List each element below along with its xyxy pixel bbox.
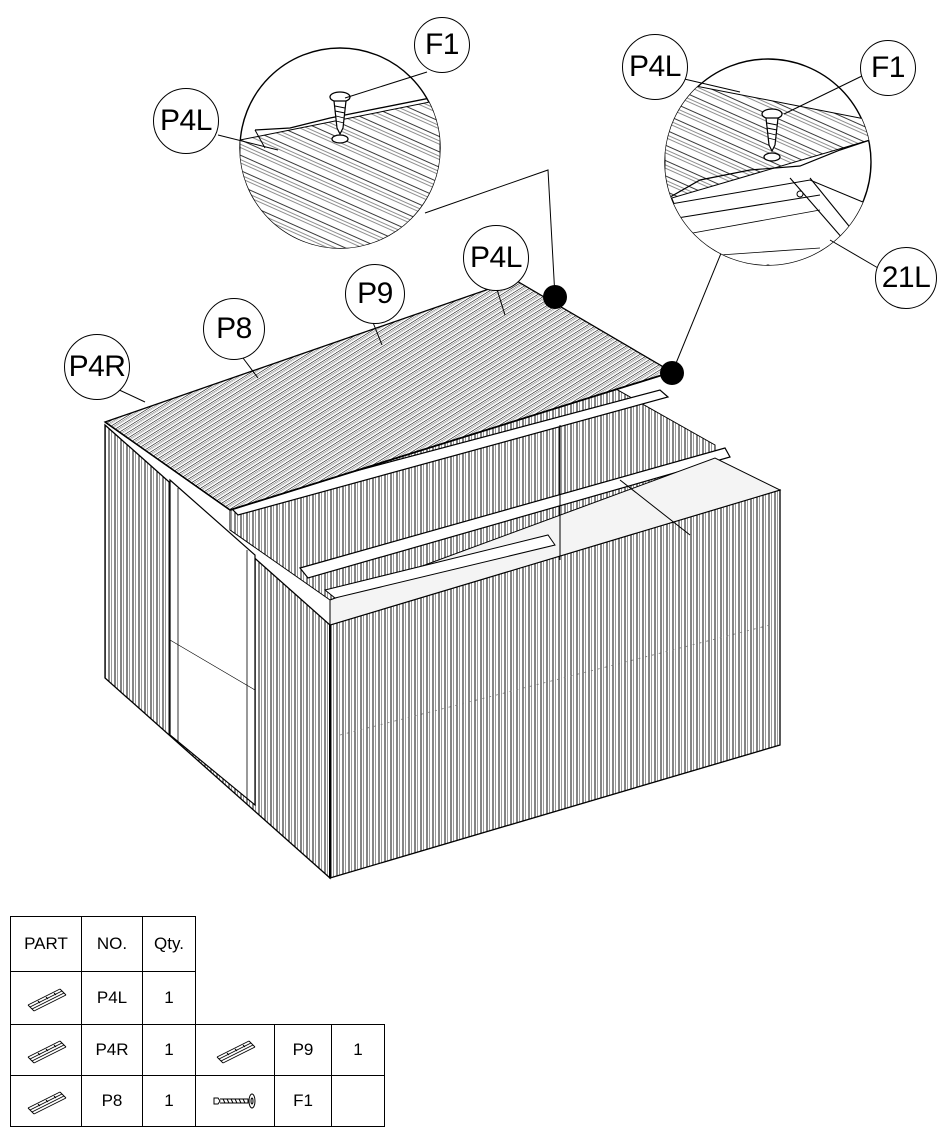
- leader-line-left-detail: [424, 169, 556, 298]
- parts-list-table: PART NO. Qty. P4L 1 P4R 1 P9 1: [10, 916, 385, 1127]
- parts-table-row: P4L 1: [10, 971, 385, 1025]
- parts-table-row: P8 1 F1: [10, 1075, 385, 1127]
- screw-icon: [761, 108, 783, 153]
- screw-icon: [329, 91, 351, 136]
- header-no: NO.: [81, 916, 143, 972]
- header-part: PART: [10, 916, 82, 972]
- part-qty: 1: [142, 1024, 196, 1076]
- detail-view-left: [239, 47, 441, 249]
- left-side-wall: [104, 423, 331, 880]
- roof-panel-icon: [10, 1075, 82, 1127]
- header-qty: Qty.: [142, 916, 196, 972]
- washer-icon: [331, 134, 349, 144]
- part-qty: 1: [331, 1024, 385, 1076]
- parts-table-row: P4R 1 P9 1: [10, 1024, 385, 1076]
- screw-icon: [195, 1075, 275, 1127]
- washer-icon: [763, 152, 781, 162]
- roof-frame-beams: [226, 389, 782, 626]
- roof-panel-icon: [10, 1024, 82, 1076]
- part-qty: 1: [142, 1075, 196, 1127]
- part-number: P4L: [81, 971, 143, 1025]
- part-number: F1: [274, 1075, 332, 1127]
- callout-p4l-main: P4L: [463, 225, 529, 291]
- part-qty: [331, 1075, 385, 1127]
- callout-p4l-detail-left: P4L: [153, 88, 219, 154]
- callout-p8: P8: [203, 298, 265, 360]
- callout-f1-right: F1: [860, 40, 916, 96]
- roof-panel-icon: [195, 1024, 275, 1076]
- part-qty: 1: [142, 971, 196, 1025]
- parts-table-header-row: PART NO. Qty.: [10, 916, 385, 972]
- callout-p9: P9: [345, 264, 405, 324]
- leader-line-right-detail: [671, 245, 725, 374]
- callout-leader-lines: [114, 71, 879, 403]
- callout-p4l-detail-right: P4L: [622, 34, 688, 100]
- callout-21l: 21L: [875, 247, 937, 309]
- door-opening: [169, 478, 256, 807]
- detail-view-right: [664, 58, 872, 266]
- part-number: P8: [81, 1075, 143, 1127]
- part-number: P9: [274, 1024, 332, 1076]
- shed-assembly-drawing: [103, 47, 879, 880]
- callout-p4r: P4R: [64, 334, 130, 400]
- callout-f1-left: F1: [414, 17, 470, 73]
- part-number: P4R: [81, 1024, 143, 1076]
- roof-panel-icon: [10, 971, 82, 1025]
